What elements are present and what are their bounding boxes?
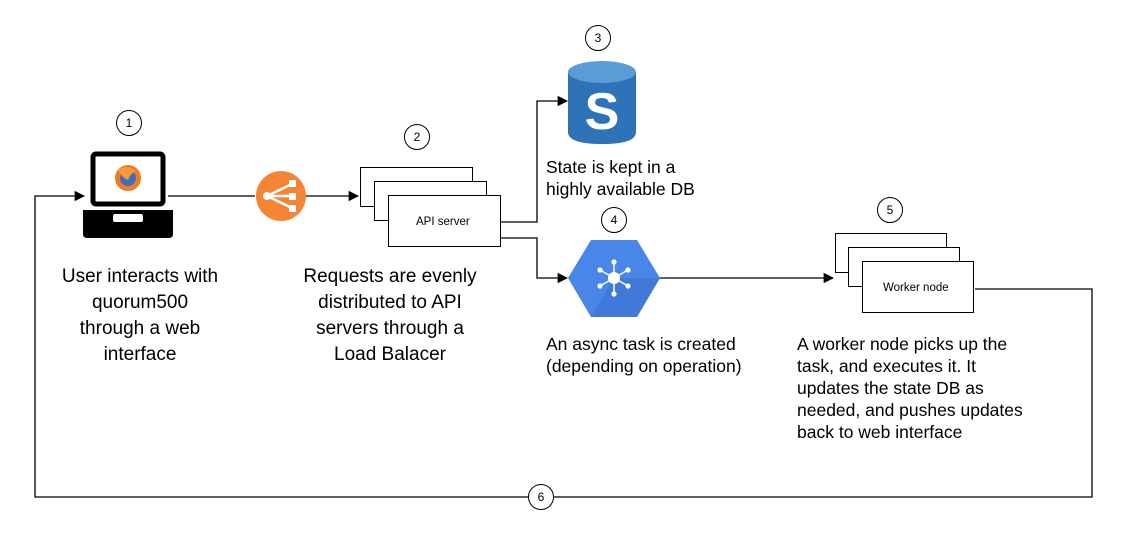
- step-2-badge: 2: [404, 124, 430, 150]
- caption-user-line: interface: [103, 344, 177, 365]
- caption-worker-line: back to web interface: [797, 422, 963, 442]
- caption-worker-line: needed, and pushes updates: [797, 400, 1023, 420]
- caption-requests-line: distributed to API: [318, 292, 462, 313]
- caption-async-line: An async task is created: [546, 334, 736, 354]
- caption-user: User interacts with quorum500 through a …: [35, 264, 245, 368]
- worker-node-box: Worker node: [862, 261, 974, 313]
- caption-requests-line: Requests are evenly: [303, 266, 477, 287]
- caption-worker-line: A worker node picks up the: [797, 334, 1008, 354]
- caption-state: State is kept in a highly available DB: [546, 156, 746, 200]
- step-5-badge: 5: [877, 197, 903, 223]
- caption-worker: A worker node picks up the task, and exe…: [797, 333, 1077, 443]
- api-server-label: API server: [416, 216, 470, 228]
- step-6-badge: 6: [528, 484, 554, 510]
- caption-state-line: highly available DB: [546, 179, 695, 199]
- laptop-browser-icon: [83, 151, 173, 238]
- connector-worker-laptop: [34, 190, 1093, 498]
- worker-node-label: Worker node: [883, 282, 949, 294]
- connector-api-db: [500, 95, 569, 223]
- caption-user-line: through a web: [79, 318, 201, 339]
- caption-requests-line: Load Balacer: [334, 344, 446, 365]
- caption-async: An async task is created (depending on o…: [546, 333, 776, 377]
- task-queue-hexagon-icon: [568, 240, 660, 317]
- caption-user-line: User interacts with: [61, 266, 219, 287]
- database-s-icon: S: [568, 61, 636, 144]
- caption-requests: Requests are evenly distributed to API s…: [275, 264, 505, 368]
- caption-requests-line: servers through a: [316, 318, 464, 339]
- step-4-badge: 4: [601, 207, 627, 233]
- connector-api-task: [500, 237, 569, 284]
- caption-worker-line: updates the state DB as: [797, 378, 984, 398]
- caption-state-line: State is kept in a: [546, 157, 676, 177]
- step-3-badge: 3: [585, 25, 611, 51]
- caption-user-line: quorum500: [91, 292, 189, 313]
- caption-async-line: (depending on operation): [546, 356, 742, 376]
- load-balancer-icon: [256, 171, 306, 221]
- api-server-box: API server: [388, 195, 501, 247]
- caption-worker-line: task, and executes it. It: [797, 356, 976, 376]
- step-1-badge: 1: [116, 110, 142, 136]
- svg-text:S: S: [585, 83, 620, 141]
